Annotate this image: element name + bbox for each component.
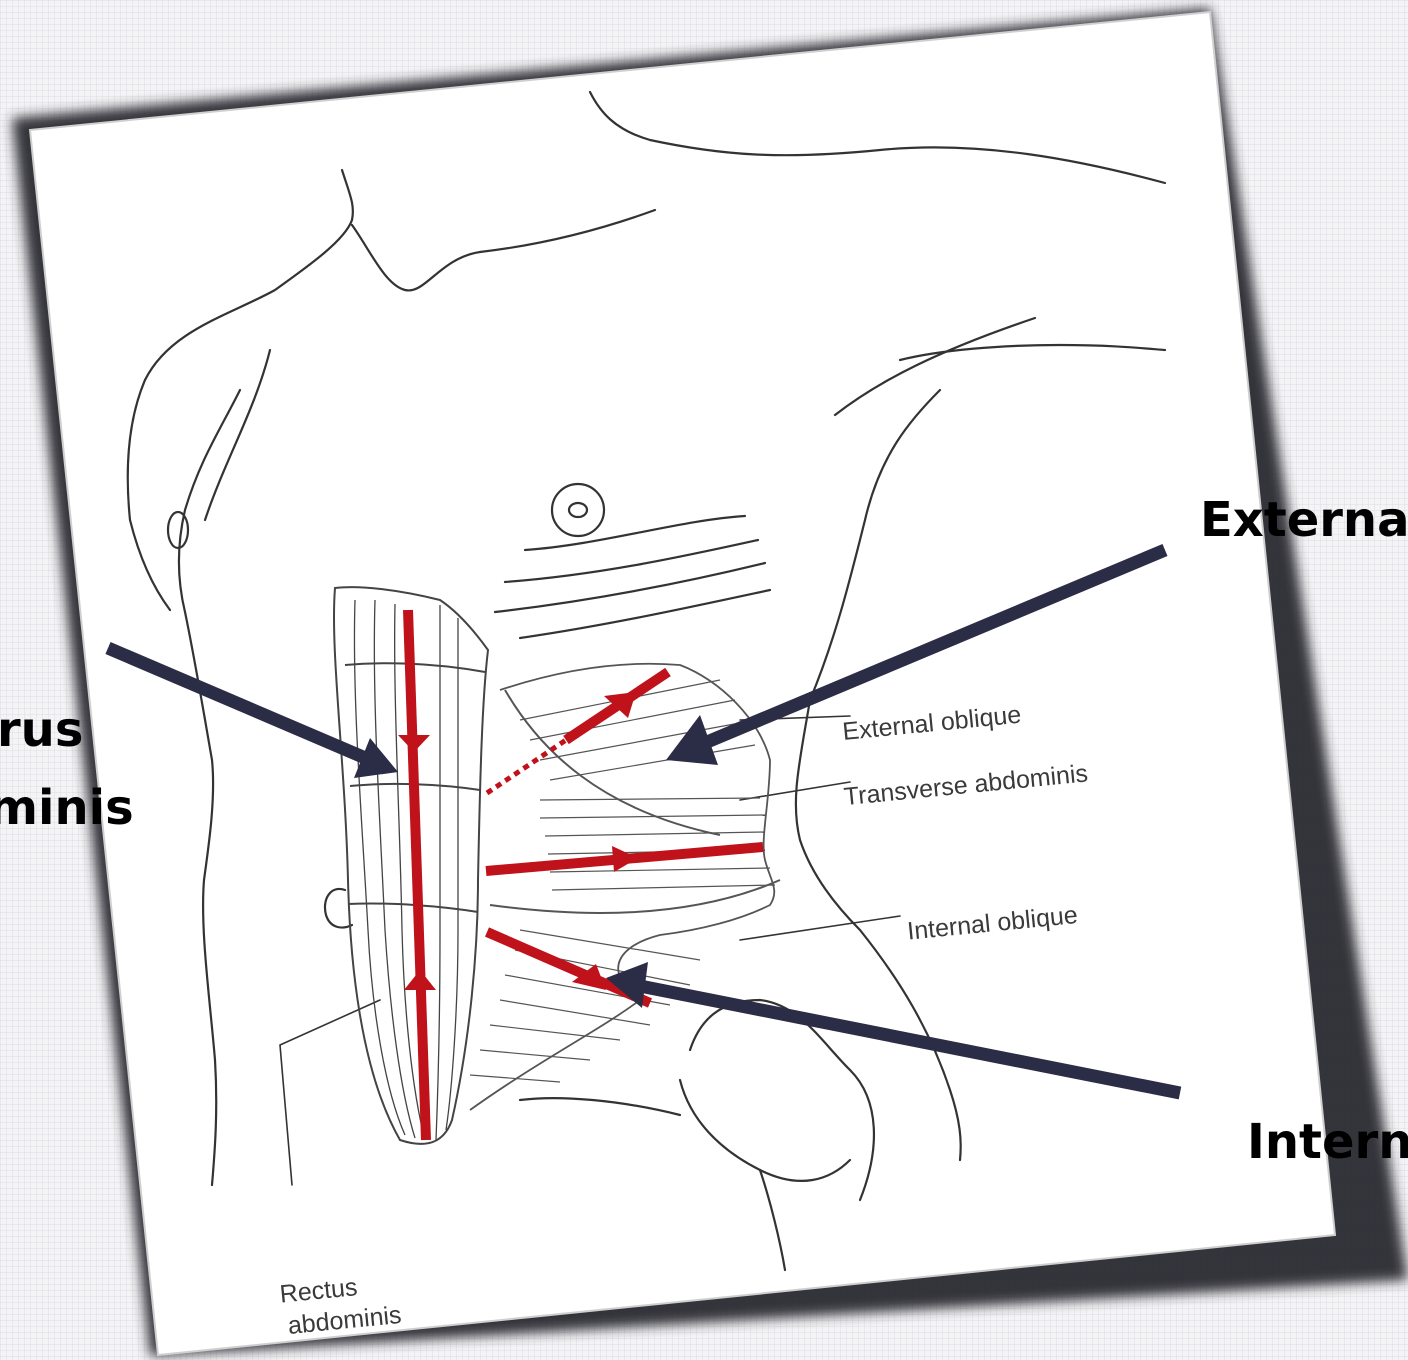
figure-paper xyxy=(30,12,1335,1355)
callout-rectus-line1: rus xyxy=(0,706,83,754)
callout-internal: Interna xyxy=(1247,1118,1408,1166)
callout-rectus-line2: minis xyxy=(0,784,134,832)
callout-external: External xyxy=(1200,496,1408,544)
